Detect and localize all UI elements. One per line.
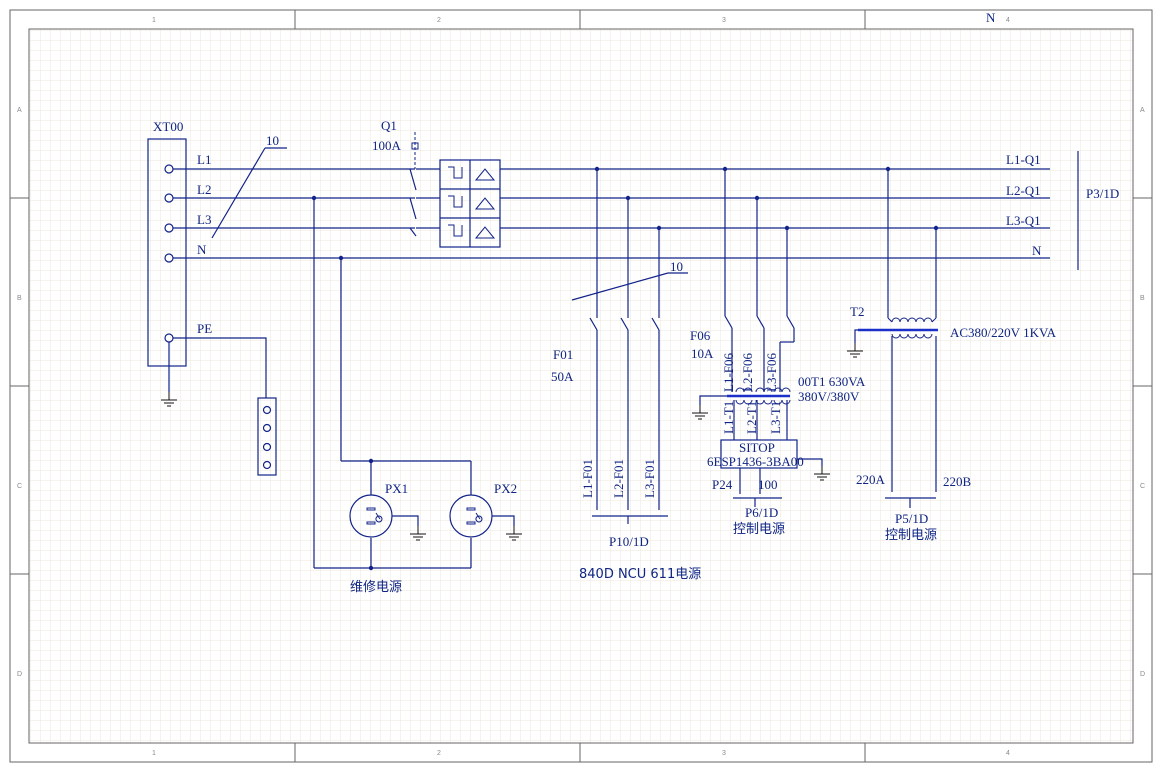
wire-number-top-text: 10 bbox=[266, 133, 279, 148]
transformer-t2-name: T2 bbox=[850, 304, 864, 319]
sitop-power-supply[interactable]: SITOP 6ESP1436-3BA00 P24 100 P6/1D 控制电源 bbox=[707, 439, 831, 537]
zone-col-3-top: 3 bbox=[722, 17, 726, 24]
zone-row-a-left: A bbox=[17, 107, 22, 114]
f01-out-l3: L3-F01 bbox=[642, 459, 657, 498]
f01-out-l1: L1-F01 bbox=[580, 459, 595, 498]
socket-px2[interactable]: PX2 bbox=[449, 481, 523, 541]
maintenance-caption: 维修电源 bbox=[350, 580, 402, 595]
zone-col-4-bottom: 4 bbox=[1006, 750, 1010, 757]
pin-label-l2: L2 bbox=[197, 182, 211, 197]
fuse-f01-rating: 50A bbox=[551, 369, 574, 384]
pin-label-pe: PE bbox=[197, 321, 212, 336]
zone-row-c-left: C bbox=[17, 483, 22, 490]
header-mark: N bbox=[986, 10, 996, 25]
bus-label-l3-q1: L3-Q1 bbox=[1006, 213, 1041, 228]
fuse-f01-name: F01 bbox=[553, 347, 573, 362]
bus-lines bbox=[173, 168, 1050, 259]
t1-out-l2: L2-T1 bbox=[744, 401, 759, 434]
wire-number-top: 10 bbox=[211, 133, 287, 239]
sitop-name: SITOP bbox=[739, 440, 775, 455]
ref-p3: P3/1D bbox=[1086, 186, 1119, 201]
ground-xt00 bbox=[160, 342, 178, 407]
terminal-xt00[interactable]: XT00 L1 L2 L3 N PE bbox=[147, 119, 212, 367]
zone-row-b-left: B bbox=[17, 295, 22, 302]
breaker-q1[interactable]: Q1 100A bbox=[372, 118, 501, 248]
bus-label-l1-q1: L1-Q1 bbox=[1006, 152, 1041, 167]
fuse-f01[interactable]: F01 50A L1-F01 L2-F01 L3-F01 P10/1D 840D… bbox=[551, 169, 701, 582]
zone-col-1-top: 1 bbox=[152, 17, 156, 24]
zone-row-b-right: B bbox=[1140, 295, 1145, 302]
socket-px1-label: PX1 bbox=[385, 481, 408, 496]
t1-out-l1: L1-T1 bbox=[721, 401, 736, 434]
sitop-ref: P6/1D bbox=[745, 505, 778, 520]
zone-ticks bbox=[10, 10, 1152, 762]
drawing-area bbox=[28, 28, 1134, 744]
bus-label-n: N bbox=[1032, 243, 1042, 258]
f06-out-l2: L2-F06 bbox=[740, 353, 755, 393]
sitop-part: 6ESP1436-3BA00 bbox=[707, 454, 804, 469]
zone-row-d-left: D bbox=[17, 671, 22, 678]
zone-labels: 1 2 3 4 1 2 3 4 A B C D A B C D bbox=[17, 17, 1145, 757]
breaker-q1-rating: 100A bbox=[372, 138, 402, 153]
zone-row-a-right: A bbox=[1140, 107, 1145, 114]
wire-number-mid: 10 bbox=[571, 259, 688, 301]
sitop-caption: 控制电源 bbox=[733, 522, 785, 537]
t2-out-220a: 220A bbox=[856, 472, 886, 487]
zone-col-2-bottom: 2 bbox=[437, 750, 441, 757]
pin-label-l1: L1 bbox=[197, 152, 211, 167]
zone-row-c-right: C bbox=[1140, 483, 1145, 490]
fuse-f06-rating: 10A bbox=[691, 346, 714, 361]
zone-col-4-top: 4 bbox=[1006, 17, 1010, 24]
f01-out-l2: L2-F01 bbox=[611, 459, 626, 498]
wire-number-mid-text: 10 bbox=[670, 259, 683, 274]
zone-col-2-top: 2 bbox=[437, 17, 441, 24]
f06-out-l1: L1-F06 bbox=[721, 353, 736, 393]
fuse-f01-caption: 840D NCU 611电源 bbox=[579, 567, 701, 582]
fuse-f01-ref: P10/1D bbox=[609, 534, 649, 549]
transformer-00t1-ratio: 380V/380V bbox=[798, 389, 860, 404]
breaker-q1-name: Q1 bbox=[381, 118, 397, 133]
maintenance-wiring bbox=[313, 198, 472, 569]
transformer-00t1-name: 00T1 630VA bbox=[798, 374, 866, 389]
zone-row-d-right: D bbox=[1140, 671, 1145, 678]
terminal-name: XT00 bbox=[153, 119, 183, 134]
pin-label-l3: L3 bbox=[197, 212, 211, 227]
f06-out-l3: L3-F06 bbox=[764, 353, 779, 393]
pe-bar bbox=[173, 337, 277, 476]
fuse-f06[interactable]: F06 10A L1-F06 L2-F06 L3-F06 bbox=[690, 169, 795, 393]
socket-px2-label: PX2 bbox=[494, 481, 517, 496]
transformer-t2-ref: P5/1D bbox=[895, 511, 928, 526]
transformer-t2[interactable]: T2 AC380/220V 1KVA 220A 220B P5/1D 控制电源 bbox=[846, 169, 1057, 543]
fuse-f06-name: F06 bbox=[690, 328, 711, 343]
pin-label-n: N bbox=[197, 242, 207, 257]
transformer-00t1[interactable]: L1-T1 L2-T1 L3-T1 00T1 630VA 380V/380V bbox=[691, 374, 866, 440]
t1-out-l3: L3-T1 bbox=[768, 401, 783, 434]
zone-col-3-bottom: 3 bbox=[722, 750, 726, 757]
zone-col-1-bottom: 1 bbox=[152, 750, 156, 757]
sitop-out-100: 100 bbox=[758, 477, 778, 492]
transformer-t2-rating: AC380/220V 1KVA bbox=[950, 325, 1057, 340]
transformer-t2-caption: 控制电源 bbox=[885, 528, 937, 543]
bus-label-l2-q1: L2-Q1 bbox=[1006, 183, 1041, 198]
sitop-out-p24: P24 bbox=[712, 477, 733, 492]
t2-out-220b: 220B bbox=[943, 474, 972, 489]
socket-px1[interactable]: PX1 bbox=[349, 481, 427, 541]
